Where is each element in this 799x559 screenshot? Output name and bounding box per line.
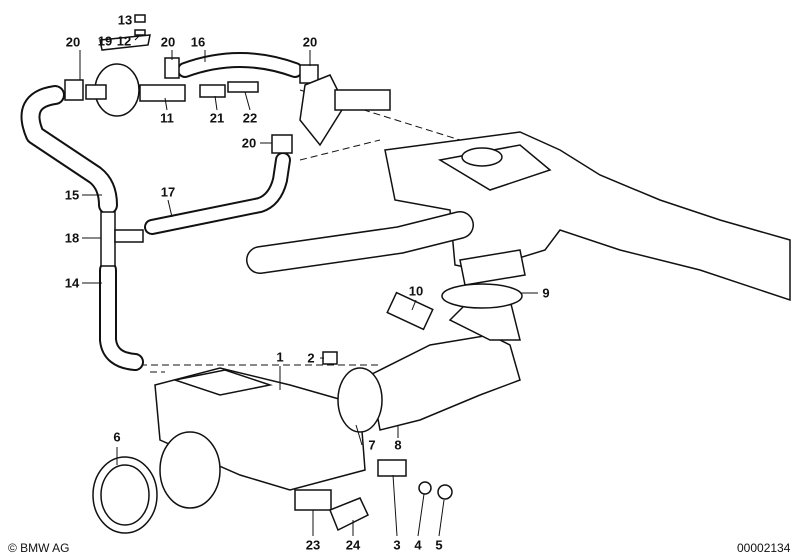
callout-2[interactable]: 2	[307, 350, 315, 366]
callout-9[interactable]: 9	[542, 285, 550, 301]
callout-12[interactable]: 12	[116, 33, 132, 49]
callout-23[interactable]: 23	[305, 537, 321, 553]
callout-14[interactable]: 14	[64, 275, 80, 291]
t-piece-18	[100, 211, 144, 267]
hose-15	[20, 85, 118, 215]
callout-7[interactable]: 7	[368, 437, 376, 453]
callout-18[interactable]: 18	[64, 230, 80, 246]
callout-6[interactable]: 6	[113, 429, 121, 445]
callout-8[interactable]: 8	[394, 437, 402, 453]
image-number: 00002134	[737, 541, 791, 555]
callout-4[interactable]: 4	[414, 537, 422, 553]
callout-21[interactable]: 21	[209, 110, 225, 126]
callout-17[interactable]: 17	[160, 184, 176, 200]
callout-5[interactable]: 5	[435, 537, 443, 553]
hose-16	[177, 52, 303, 78]
callout-20[interactable]: 20	[160, 34, 176, 50]
copyright: © BMW AG	[8, 541, 70, 555]
callout-16[interactable]: 16	[190, 34, 206, 50]
callout-20[interactable]: 20	[302, 34, 318, 50]
hose-14	[99, 261, 144, 371]
callout-3[interactable]: 3	[393, 537, 401, 553]
air-flow-meter-1	[154, 367, 369, 532]
rubber-boot-8	[337, 299, 521, 433]
callout-22[interactable]: 22	[242, 110, 258, 126]
callout-20[interactable]: 20	[65, 34, 81, 50]
callout-15[interactable]: 15	[64, 187, 80, 203]
callout-19[interactable]: 19	[97, 33, 113, 49]
callout-24[interactable]: 24	[345, 537, 361, 553]
intake-manifold	[384, 131, 791, 302]
callout-11[interactable]: 11	[160, 110, 174, 126]
valve-11	[85, 14, 259, 117]
callout-13[interactable]: 13	[117, 12, 133, 28]
callout-10[interactable]: 10	[408, 283, 424, 299]
hose-17	[144, 152, 291, 235]
callout-20[interactable]: 20	[241, 135, 257, 151]
callout-1[interactable]: 1	[276, 349, 284, 365]
